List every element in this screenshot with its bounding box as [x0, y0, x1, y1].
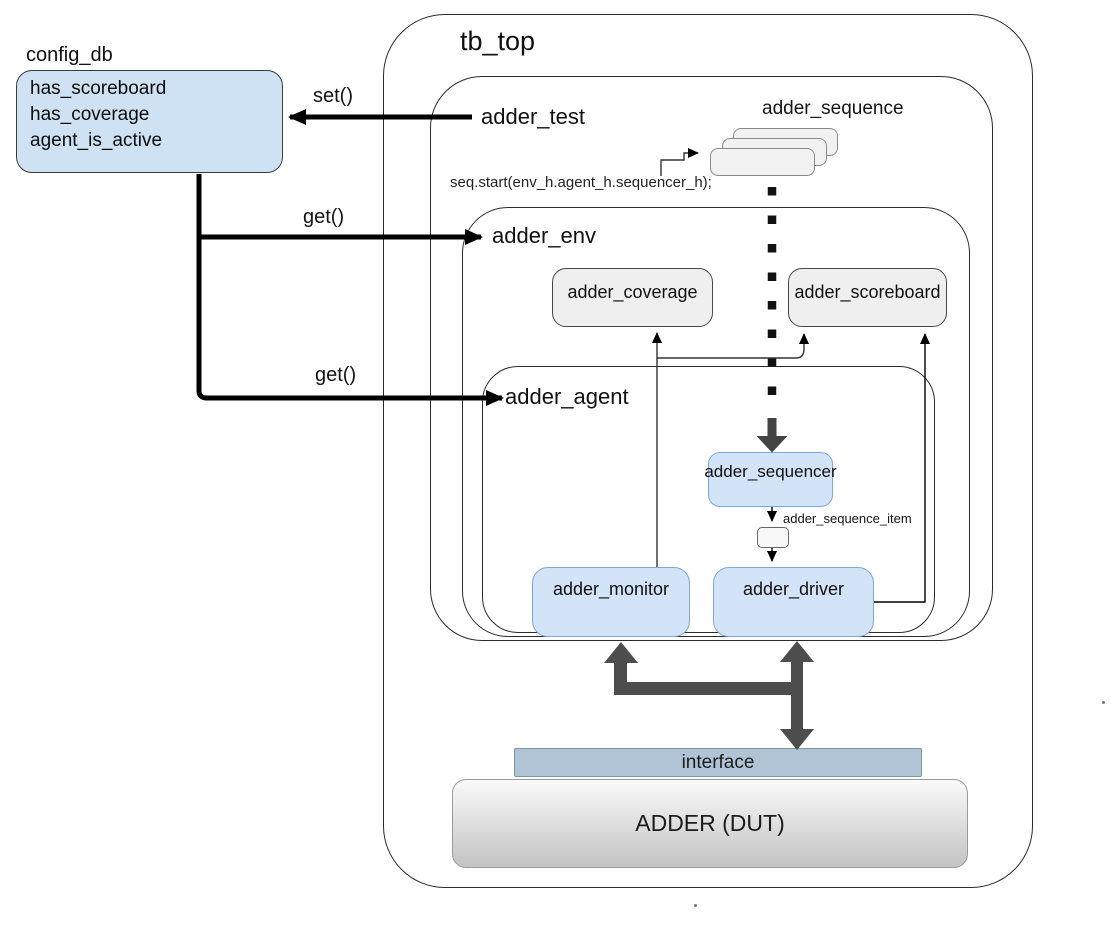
config-db-title: config_db — [26, 44, 113, 66]
config-item-has-scoreboard: has_scoreboard — [30, 78, 167, 99]
adder-agent-title: adder_agent — [505, 384, 629, 409]
adder-driver-label: adder_driver — [742, 579, 845, 599]
adder-coverage-box: adder_coverage — [552, 268, 713, 327]
adder-env-container — [462, 207, 970, 637]
seq-start-call-text: seq.start(env_h.agent_h.sequencer_h); — [450, 174, 712, 191]
set-arrow-label: set() — [313, 85, 353, 107]
interface-bar: interface — [514, 748, 922, 777]
config-item-agent-is-active: agent_is_active — [30, 130, 163, 151]
sequence-item-box — [757, 527, 789, 548]
adder-dut-box: ADDER (DUT) — [452, 779, 968, 868]
config-item-has-coverage: has_coverage — [30, 104, 150, 125]
tb-top-title: tb_top — [460, 26, 536, 56]
adder-env-title: adder_env — [492, 223, 596, 248]
adder-sequence-label: adder_sequence — [762, 98, 904, 119]
get-env-arrow-label: get() — [303, 206, 345, 228]
get-agent-arrow-label: get() — [315, 364, 357, 386]
adder-monitor-box: adder_monitor — [532, 567, 690, 637]
adder-scoreboard-label: adder_scoreboard — [794, 282, 941, 302]
adder-coverage-label: adder_coverage — [567, 282, 698, 302]
stray-dot-right — [1102, 701, 1105, 704]
config-db-box: has_scoreboard has_coverage agent_is_act… — [16, 70, 283, 173]
adder-sequence-item-label: adder_sequence_item — [783, 511, 912, 526]
adder-monitor-label: adder_monitor — [552, 579, 670, 599]
sequence-stack-box-front — [710, 148, 815, 176]
interface-label: interface — [681, 751, 755, 773]
stray-dot-bottom — [694, 904, 697, 907]
tb-top-container — [383, 14, 1033, 888]
adder-driver-box: adder_driver — [713, 567, 874, 637]
adder-scoreboard-box: adder_scoreboard — [788, 268, 947, 327]
adder-dut-label: ADDER (DUT) — [635, 810, 785, 836]
adder-test-title: adder_test — [481, 104, 585, 129]
adder-sequencer-label: adder_sequencer — [704, 462, 837, 481]
adder-sequencer-box: adder_sequencer — [704, 452, 837, 507]
adder-agent-container — [482, 366, 935, 633]
